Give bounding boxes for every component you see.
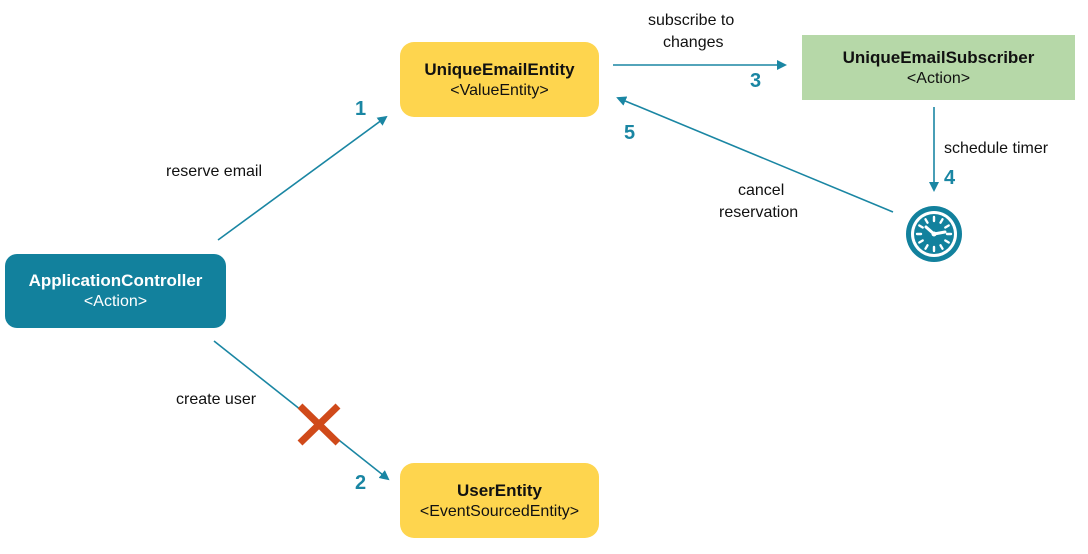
application-controller-subtitle: <Action> [83,293,148,310]
unique-email-entity-node[interactable]: UniqueEmailEntity <ValueEntity> [400,42,599,117]
red-cross-icon [297,403,341,446]
unique-email-entity-subtitle: <ValueEntity> [450,81,549,99]
step-1-label: 1 [355,98,367,120]
clock-icon [906,206,962,262]
application-controller-title: ApplicationController [28,271,203,290]
user-entity-node[interactable]: UserEntity <EventSourcedEntity> [400,463,599,538]
schedule-timer-label: schedule timer [944,140,1049,157]
cancel-reservation-label-line2: reservation [719,204,799,221]
application-controller-node[interactable]: ApplicationController <Action> [5,254,226,328]
cancel-reservation-label-line1: cancel [738,182,785,199]
reserve-email-arrow [217,115,388,241]
step-3-label: 3 [750,70,762,92]
unique-email-subscriber-title: UniqueEmailSubscriber [842,47,1035,67]
step-2-label: 2 [355,472,367,494]
user-entity-title: UserEntity [456,480,543,500]
step-4-label: 4 [944,167,956,189]
user-entity-subtitle: <EventSourcedEntity> [419,502,580,520]
subscribe-label-line1: subscribe to [648,12,735,29]
unique-email-subscriber-subtitle: <Action> [906,69,971,87]
reserve-email-label: reserve email [166,163,263,180]
unique-email-subscriber-node[interactable]: UniqueEmailSubscriber <Action> [802,35,1075,100]
cancel-reservation-arrow [616,96,894,213]
step-5-label: 5 [624,122,636,144]
subscribe-label-line2: changes [663,34,724,51]
unique-email-entity-title: UniqueEmailEntity [424,59,575,79]
create-user-label: create user [176,391,257,408]
